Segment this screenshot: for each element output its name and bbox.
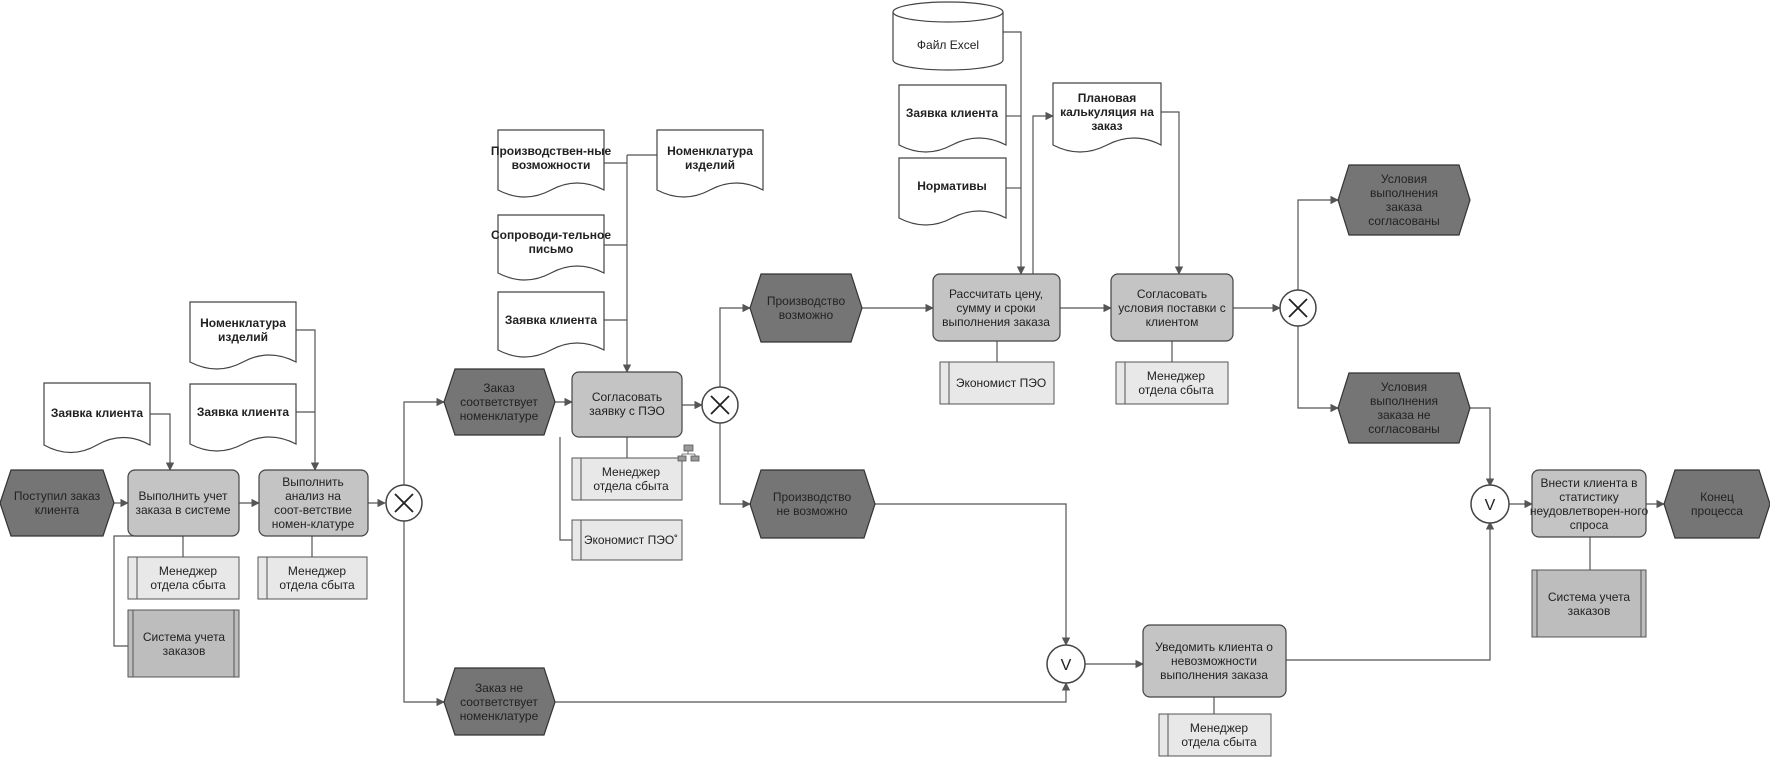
connectors bbox=[113, 31, 1665, 714]
doc-client-request-1: Заявка клиента bbox=[43, 382, 151, 454]
role-economist-1-text: Экономист ПЭО˚ bbox=[584, 533, 678, 547]
gateway-xor-2 bbox=[701, 386, 739, 424]
doc-client-request-4: Заявка клиента bbox=[898, 84, 1007, 153]
doc-client-request-2-text: Заявка клиента bbox=[197, 405, 290, 419]
gateway-or-1-text: V bbox=[1061, 657, 1072, 674]
doc-excel-file-text: Файл Excel bbox=[917, 38, 979, 52]
role-economist-1: Экономист ПЭО˚ bbox=[571, 519, 683, 561]
gateway-or-2-text: V bbox=[1485, 497, 1496, 514]
doc-client-request-1-text: Заявка клиента bbox=[51, 406, 144, 420]
doc-client-request-3-text: Заявка клиента bbox=[505, 313, 598, 327]
database-icon: Файл Excel bbox=[892, 1, 1004, 71]
doc-client-request-4-text: Заявка клиента bbox=[906, 106, 999, 120]
doc-client-request-2: Заявка клиента bbox=[189, 383, 297, 452]
role-economist-2: Экономист ПЭО bbox=[939, 361, 1055, 405]
gateway-or-2: V bbox=[1470, 484, 1510, 524]
org-unit-icon bbox=[677, 444, 700, 462]
doc-norms: Нормативы bbox=[898, 157, 1007, 226]
gateway-xor-3 bbox=[1279, 289, 1317, 327]
doc-client-request-3: Заявка клиента bbox=[497, 291, 605, 358]
role-economist-2-text: Экономист ПЭО bbox=[956, 376, 1046, 390]
doc-norms-text: Нормативы bbox=[917, 179, 986, 193]
gateway-or-1: V bbox=[1046, 644, 1086, 684]
gateway-xor-1 bbox=[385, 484, 423, 522]
